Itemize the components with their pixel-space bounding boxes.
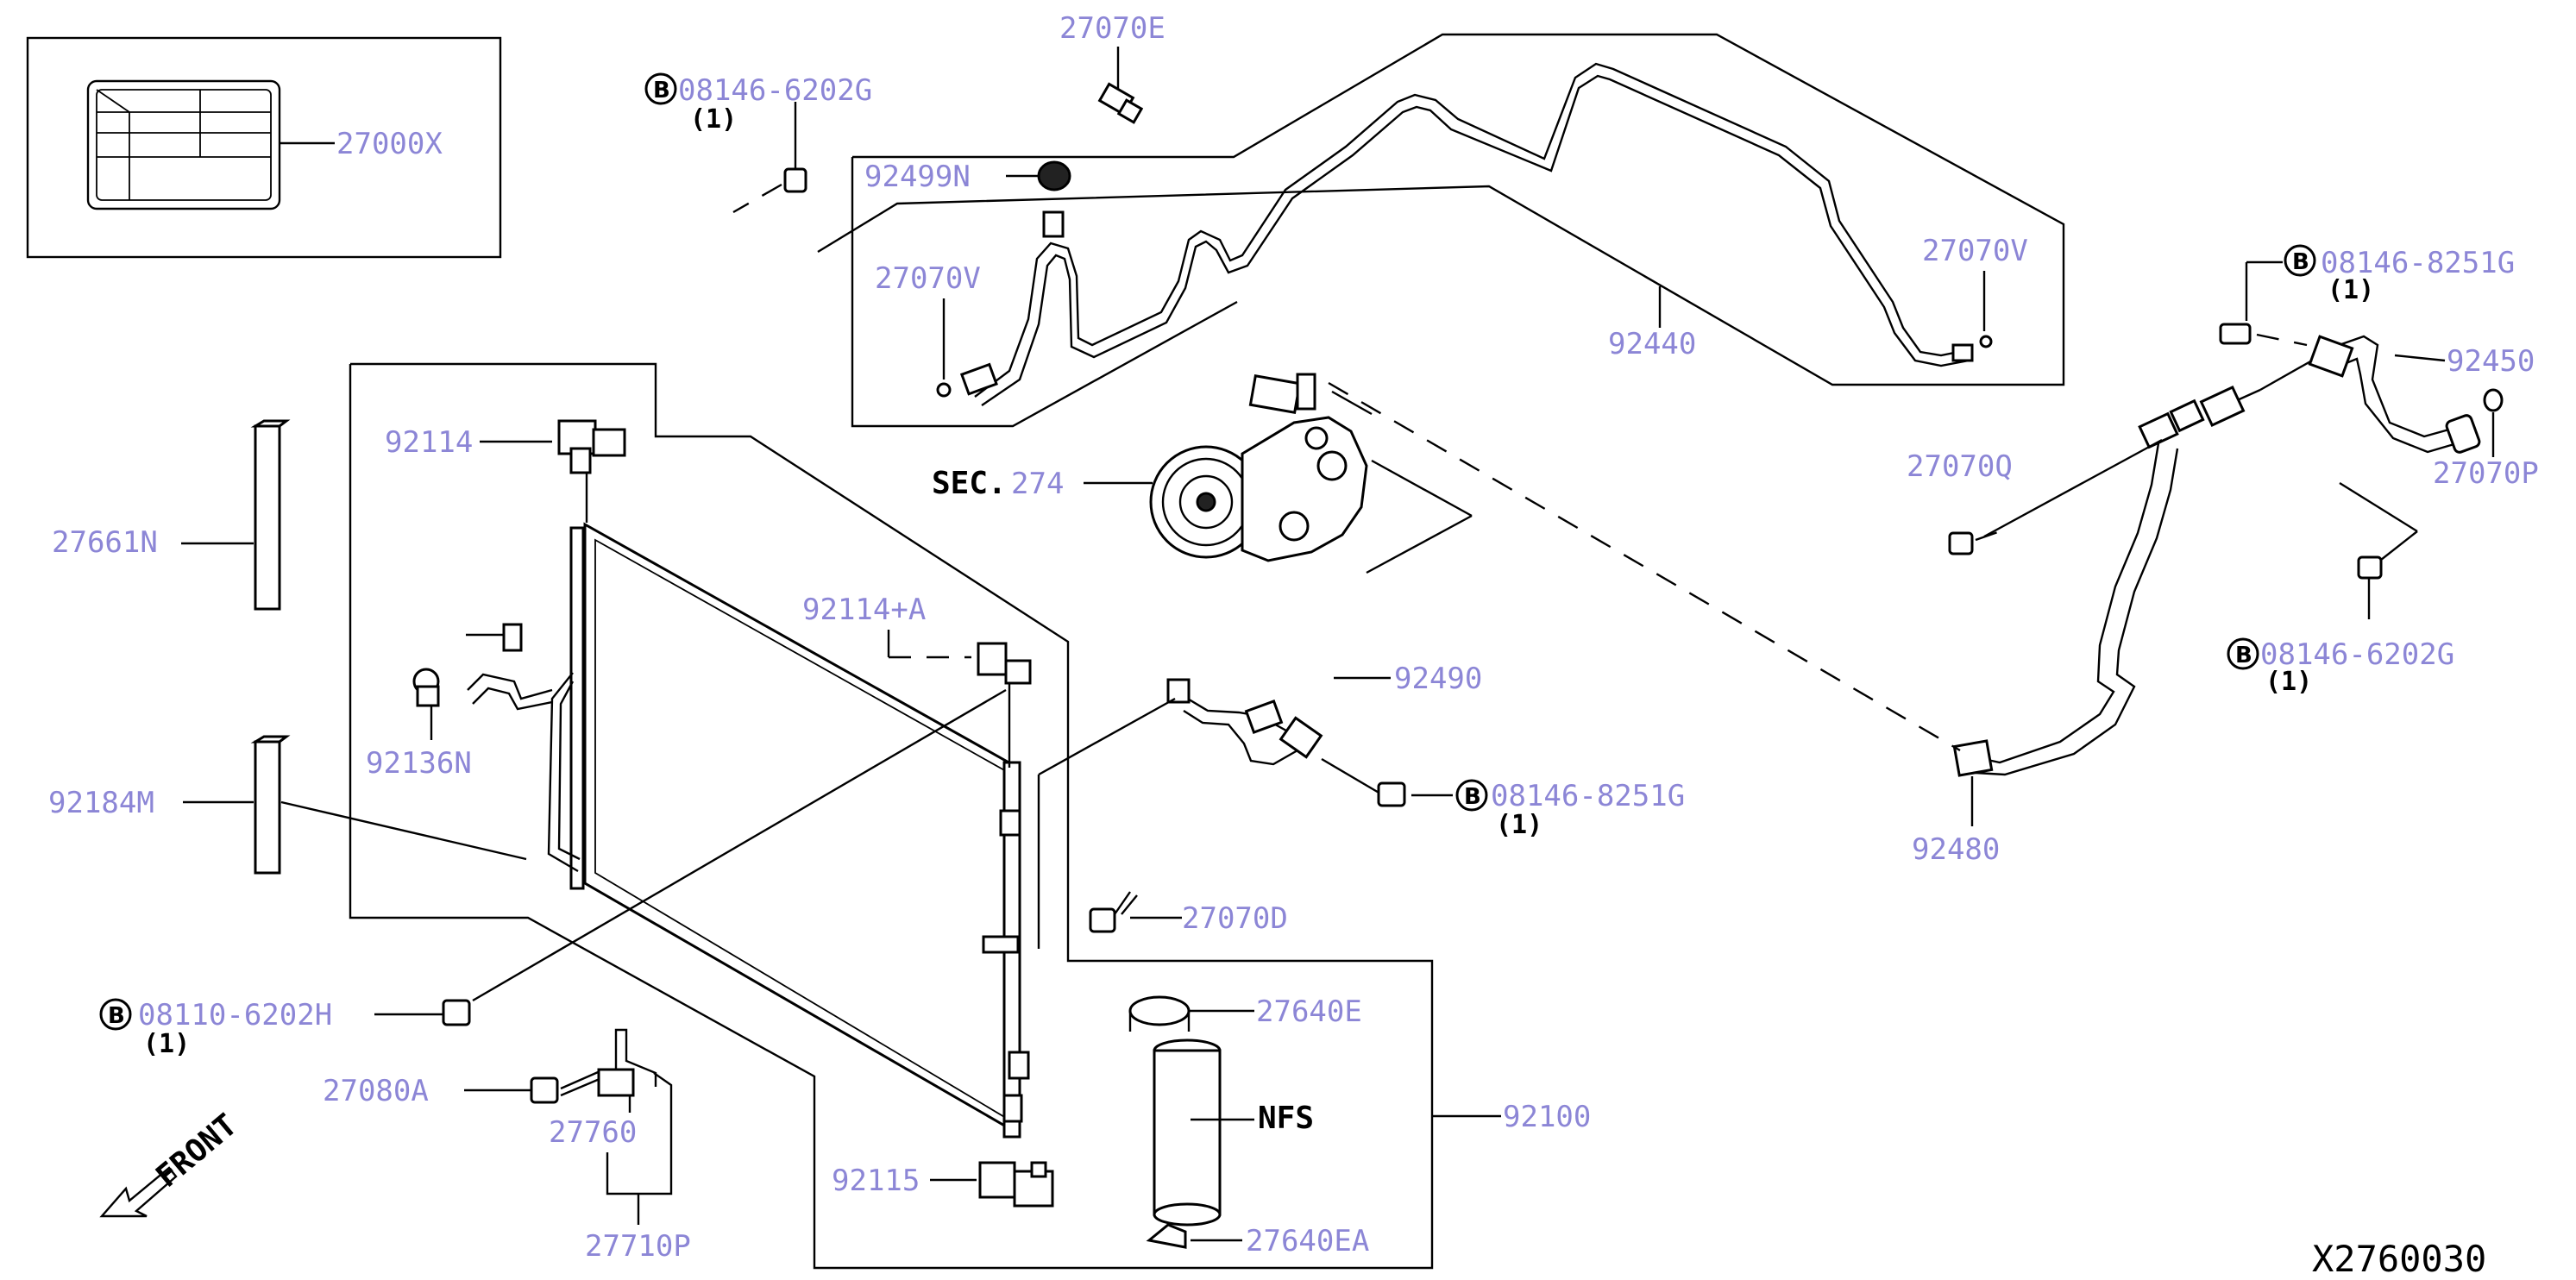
bolt-08146-6202G-top: B 08146-6202G (1) (644, 72, 872, 214)
label-92136N[interactable]: 92136N (366, 746, 472, 781)
label-27640EA[interactable]: 27640EA (1246, 1224, 1369, 1258)
label-92114A[interactable]: 92114+A (802, 593, 926, 627)
part-92490: 92490 (1037, 662, 1482, 949)
label-27070V-left[interactable]: 27070V (875, 261, 981, 296)
label-92100[interactable]: 92100 (1503, 1100, 1591, 1134)
label-27070P[interactable]: 27070P (2433, 456, 2539, 491)
part-92136N: 92136N (366, 623, 553, 781)
label-front: FRONT (149, 1107, 243, 1195)
part-92480: 92480 (1912, 442, 2179, 867)
part-27070V-right: 27070V (1922, 234, 2028, 362)
label-27760[interactable]: 27760 (549, 1115, 637, 1150)
label-27710P[interactable]: 27710P (585, 1229, 691, 1264)
label-27070V-right[interactable]: 27070V (1922, 234, 2028, 268)
condenser-core (547, 522, 1030, 1139)
condenser-callout-92100: 92100 (349, 362, 1591, 1270)
label-92450[interactable]: 92450 (2447, 344, 2535, 379)
label-27070D[interactable]: 27070D (1182, 901, 1288, 936)
label-27070Q[interactable]: 27070Q (1907, 449, 2013, 484)
qty-08146-8251G-center: (1) (1496, 810, 1542, 840)
label-92499N[interactable]: 92499N (864, 160, 971, 194)
label-92490[interactable]: 92490 (1394, 662, 1482, 696)
bolt-08146-8251G-center: B 08146-8251G (1) (1321, 757, 1685, 840)
label-92480[interactable]: 92480 (1912, 832, 2000, 867)
label-27640E[interactable]: 27640E (1256, 995, 1362, 1029)
bolt-08146-8251G-right: B 08146-8251G (1) (2219, 244, 2515, 347)
label-92114[interactable]: 92114 (385, 425, 473, 460)
pipe-92440-callout: 92440 (817, 33, 2065, 428)
bolt-marker-icon: B (2235, 643, 2252, 668)
part-92499N: 92499N (864, 160, 1071, 238)
diagram-code: X2760030 (2312, 1238, 2486, 1280)
label-92440[interactable]: 92440 (1608, 327, 1696, 361)
part-27640E: 27640E (1128, 995, 1362, 1032)
compressor-sec-274: SEC. 274 (932, 373, 1473, 574)
label-08146-6202G-top[interactable]: 08146-6202G (678, 73, 872, 108)
bolt-marker-icon: B (653, 78, 670, 104)
part-92450: 92450 (2138, 335, 2535, 454)
label-92184M[interactable]: 92184M (48, 786, 154, 820)
part-receiver-drier-nfs: NFS (1153, 1038, 1314, 1227)
bolt-08110-6202H: B 08110-6202H (1) (99, 688, 1007, 1059)
qty-08146-8251G-right: (1) (2328, 275, 2374, 305)
part-27640EA: 27640EA (1146, 1223, 1369, 1258)
bolt-08146-6202G-right: B 08146-6202G (1) (2227, 481, 2454, 697)
qty-08146-6202G-right: (1) (2265, 667, 2312, 697)
hose-route-dashed (1328, 381, 1961, 752)
label-27070E[interactable]: 27070E (1059, 11, 1165, 46)
label-27661N[interactable]: 27661N (52, 525, 158, 560)
bolt-marker-icon: B (108, 1003, 125, 1029)
part-27070P: 27070P (2433, 388, 2539, 491)
label-nfs: NFS (1258, 1101, 1314, 1136)
label-08146-8251G-right[interactable]: 08146-8251G (2321, 246, 2515, 280)
front-arrow-icon (99, 1166, 178, 1218)
front-direction-indicator: FRONT (99, 1107, 244, 1218)
label-08110-6202H[interactable]: 08110-6202H (138, 998, 332, 1032)
part-27070D: 27070D (1089, 891, 1288, 936)
part-92114A: 92114+A (802, 593, 1032, 768)
bolt-marker-icon: B (2292, 249, 2309, 275)
label-sec-prefix: SEC. (932, 466, 1007, 501)
part-92115: 92115 (832, 1161, 1054, 1208)
part-27661N: 27661N (52, 419, 291, 611)
bolt-marker-icon: B (1464, 784, 1481, 810)
part-27070V-left: 27070V (875, 261, 998, 398)
part-27070E: 27070E (1059, 11, 1165, 124)
part-27070Q: 27070Q (1907, 438, 2163, 555)
part-92114: 92114 (385, 419, 626, 523)
label-27080A[interactable]: 27080A (323, 1074, 429, 1108)
label-92115[interactable]: 92115 (832, 1164, 920, 1198)
label-08146-8251G-center[interactable]: 08146-8251G (1491, 779, 1685, 813)
label-27000X[interactable]: 27000X (336, 127, 443, 161)
qty-08110-6202H: (1) (143, 1029, 190, 1059)
part-27080A-27760-27710P: 27080A 27760 27710P (323, 1028, 691, 1264)
qty-08146-6202G-top: (1) (690, 104, 737, 135)
label-08146-6202G-right[interactable]: 08146-6202G (2260, 637, 2454, 672)
part-92184M: 92184M (48, 735, 527, 875)
label-sec-274[interactable]: 274 (1011, 467, 1064, 501)
label-box-27000X: 27000X (26, 36, 502, 259)
